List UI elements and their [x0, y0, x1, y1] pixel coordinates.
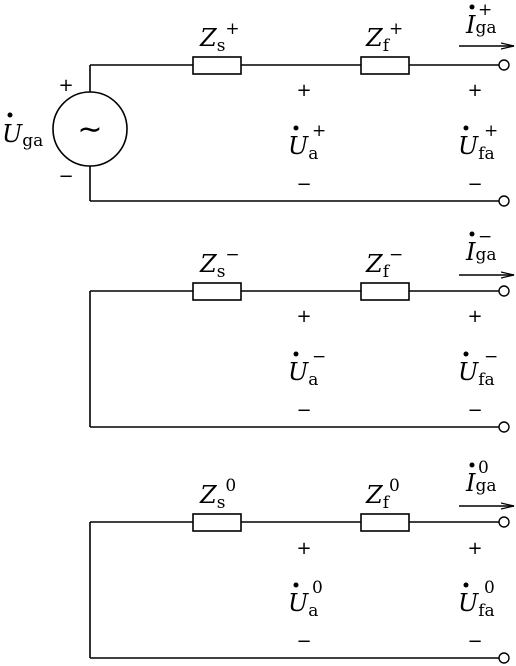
impedance-zs-label: Zs0 — [199, 476, 236, 513]
voltage-fa-minus: − — [467, 400, 482, 421]
current-label: Iga+ — [465, 0, 497, 39]
source-label: Uga — [2, 120, 43, 151]
impedance-zs-label: Zs+ — [199, 19, 240, 56]
impedance-zf-box — [360, 282, 410, 301]
voltage-fa-plus: + — [467, 538, 482, 559]
voltage-a-minus: − — [296, 631, 311, 652]
impedance-zf-label: Zf+ — [365, 19, 403, 56]
terminal-top — [498, 285, 510, 297]
terminal-bottom — [498, 421, 510, 433]
source-tilde-icon: ∼ — [77, 112, 102, 147]
voltage-a-label: Ua+ — [288, 121, 326, 164]
terminal-bottom — [498, 195, 510, 207]
positive-sequence-network: ∼ + − Uga Zs+ Zf+ Iga+ + Ua+ − + Ufa+ − — [2, 0, 514, 207]
negative-sequence-network: Zs− Zf− Iga− + Ua− − + Ufa− − — [89, 227, 514, 433]
current-phasor-dot — [469, 4, 475, 10]
voltage-fa-minus: − — [467, 174, 482, 195]
voltage-fa-label: Ufa+ — [458, 121, 498, 164]
voltage-fa-label: Ufa0 — [458, 578, 495, 621]
voltage-a-phasor-dot — [293, 125, 299, 131]
voltage-fa-minus: − — [467, 631, 482, 652]
voltage-a-label: Ua− — [288, 347, 326, 390]
voltage-a-plus: + — [296, 306, 311, 327]
source-phasor-dot — [7, 112, 13, 118]
voltage-fa-phasor-dot — [463, 125, 469, 131]
impedance-zs-box — [192, 513, 242, 532]
current-phasor-dot — [469, 462, 475, 468]
terminal-bottom — [498, 652, 510, 664]
terminal-top — [498, 59, 510, 71]
impedance-zs-label: Zs− — [199, 245, 240, 282]
voltage-source-icon — [52, 91, 128, 167]
voltage-a-minus: − — [296, 174, 311, 195]
voltage-fa-label: Ufa− — [458, 347, 498, 390]
voltage-a-minus: − — [296, 400, 311, 421]
voltage-a-phasor-dot — [293, 582, 299, 588]
source-minus: − — [58, 166, 73, 187]
voltage-a-plus: + — [296, 538, 311, 559]
voltage-fa-phasor-dot — [463, 351, 469, 357]
voltage-a-phasor-dot — [293, 351, 299, 357]
impedance-zf-box — [360, 513, 410, 532]
impedance-zf-label: Zf− — [365, 245, 403, 282]
zero-sequence-network: Zs0 Zf0 Iga0 + Ua0 − + Ufa0 − — [89, 458, 514, 664]
voltage-a-plus: + — [296, 80, 311, 101]
current-label: Iga0 — [465, 458, 497, 497]
impedance-zs-box — [192, 56, 242, 75]
impedance-zf-box — [360, 56, 410, 75]
voltage-fa-plus: + — [467, 306, 482, 327]
current-phasor-dot — [469, 231, 475, 237]
impedance-zs-box — [192, 282, 242, 301]
voltage-fa-plus: + — [467, 80, 482, 101]
terminal-top — [498, 516, 510, 528]
current-label: Iga− — [465, 227, 497, 266]
voltage-fa-phasor-dot — [463, 582, 469, 588]
voltage-a-label: Ua0 — [288, 578, 323, 621]
source-plus: + — [58, 75, 73, 96]
impedance-zf-label: Zf0 — [365, 476, 400, 513]
